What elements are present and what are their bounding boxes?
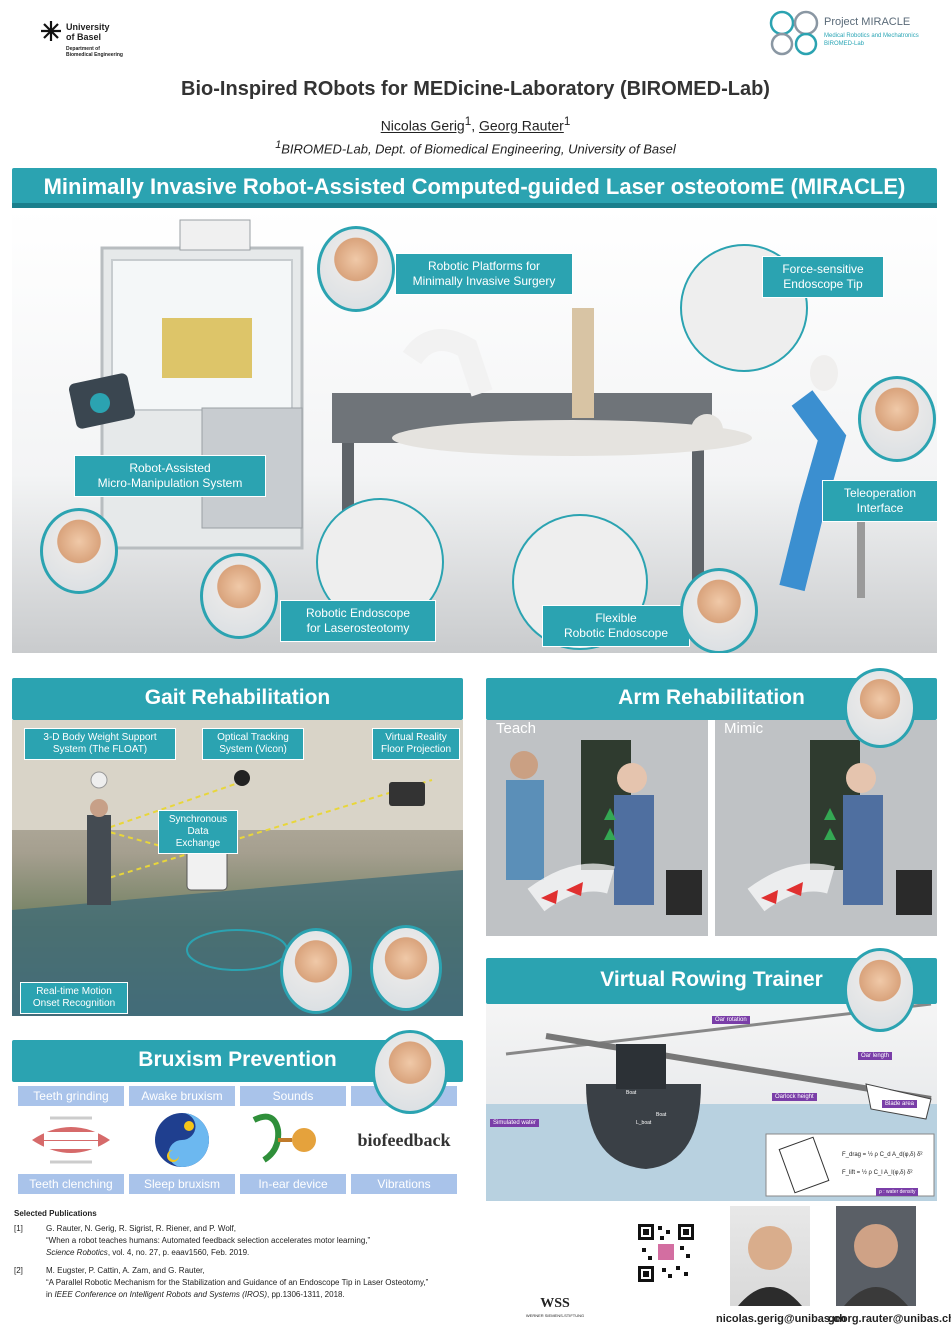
label-vicon: Optical Tracking System (Vicon) (202, 728, 304, 760)
arm-rehab-drawing (486, 720, 937, 936)
poster-title: Bio-Inspired RObots for MEDicine-Laborat… (181, 78, 770, 100)
surgical-scene-drawing (68, 219, 865, 598)
label-motion-onset: Real-time Motion Onset Recognition (20, 982, 128, 1014)
publication-item: [1] G. Rauter, N. Gerig, R. Sigrist, R. … (14, 1223, 484, 1259)
teeth-icon (32, 1116, 110, 1164)
label-blade-area: Blade area (882, 1100, 918, 1108)
label-robotic-platforms: Robotic Platforms for Minimally Invasive… (395, 253, 573, 295)
author-rauter: Georg Rauter (478, 117, 564, 134)
rowing-illustration: Oar rotation Oar length Oarlock height B… (486, 1004, 937, 1201)
miracle-banner: Minimally Invasive Robot-Assisted Comput… (12, 168, 937, 208)
pub-details: , pp.1306-1311, 2018. (267, 1290, 345, 1299)
brux-label-top: Sounds (240, 1086, 346, 1106)
label-boat-l: L_boat (636, 1120, 652, 1126)
yin-yang-day-night-icon (155, 1113, 209, 1167)
qr-code-icon[interactable] (636, 1222, 696, 1284)
pub-authors: G. Rauter, N. Gerig, R. Sigrist, R. Rien… (46, 1224, 236, 1233)
pub-details: , vol. 4, no. 27, p. eaav1560, Feb. 2019… (107, 1248, 250, 1257)
equation-drag: F_drag = ½ ρ C_d A_d(φ,δ) δ̇² (842, 1152, 923, 1158)
pub-title: “A Parallel Robotic Mechanism for the St… (46, 1278, 429, 1287)
portrait-photo (280, 928, 352, 1014)
brux-label-bottom: Sleep bruxism (129, 1174, 235, 1194)
portrait-photo (858, 376, 936, 462)
label-sync-data: Synchronous Data Exchange (158, 810, 238, 854)
label-teach: Teach (496, 720, 537, 737)
portrait-photo (844, 948, 916, 1032)
portrait-photo (680, 568, 758, 653)
rowing-simulator-drawing (486, 1004, 937, 1201)
author-gerig: Nicolas Gerig (380, 117, 465, 134)
label-oar-rotation: Oar rotation (712, 1016, 750, 1024)
portrait-photo (844, 668, 916, 748)
pub-number: [1] (14, 1224, 23, 1233)
label-water-density: ρ : water density (876, 1188, 919, 1196)
label-oarlock-height: Oarlock height (772, 1093, 817, 1101)
author-sup-2: 1 (563, 115, 571, 128)
label-float: 3-D Body Weight Support System (The FLOA… (24, 728, 176, 760)
pub-prefix: in (46, 1290, 55, 1299)
label-endoscope-laser: Robotic Endoscope for Laserosteotomy (280, 600, 436, 642)
affiliation-line: 1BIROMED-Lab, Dept. of Biomedical Engine… (0, 139, 951, 156)
label-simulated-water: Simulated water (490, 1119, 540, 1127)
basel-line1: University (66, 22, 110, 32)
miracle-logo-line1: Medical Robotics and Mechatronics (824, 33, 919, 39)
pub-title: “When a robot teaches humans: Automated … (46, 1236, 371, 1245)
publications-heading: Selected Publications (14, 1209, 97, 1218)
portrait-photo (370, 925, 442, 1011)
pub-journal: IEEE Conference on Intelligent Robots an… (54, 1290, 267, 1299)
email-gerig[interactable]: nicolas.gerig@unibas.ch (716, 1313, 846, 1325)
basel-crest-icon (41, 21, 61, 41)
person-silhouette-icon (738, 1226, 802, 1306)
gait-illustration: 3-D Body Weight Support System (The FLOA… (12, 720, 463, 1016)
pub-number: [2] (14, 1266, 23, 1275)
email-rauter[interactable]: georg.rauter@unibas.ch (828, 1313, 951, 1325)
portrait-photo-gerig (730, 1206, 810, 1306)
author-line: Nicolas Gerig1, Georg Rauter1 (380, 115, 571, 134)
brux-label-top: Awake bruxism (129, 1086, 235, 1106)
pub-authors: M. Eugster, P. Cattin, A. Zam, and G. Ra… (46, 1266, 205, 1275)
affil-sup: 1 (275, 139, 282, 151)
label-boat-x: Boat (656, 1112, 667, 1118)
ear-anatomy-icon (252, 1113, 316, 1163)
author-sup-1: 1 (464, 115, 472, 128)
publications-section: Selected Publications [1] G. Rauter, N. … (14, 1208, 484, 1307)
basel-sub1: Department of (66, 46, 100, 52)
miracle-emblem-icon (769, 10, 819, 56)
miracle-logo-line2: BIROMED-Lab (824, 41, 865, 47)
equation-lift: F_lift = ½ ρ C_l A_l(φ,δ) δ̇² (842, 1170, 913, 1176)
wss-logo: WSS (540, 1296, 570, 1311)
label-vr-projection: Virtual Reality Floor Projection (372, 728, 460, 760)
miracle-logo-name: Project MIRACLE (824, 16, 911, 28)
brux-label-bottom: Vibrations (351, 1174, 457, 1194)
wss-subtitle: WERNER SIEMENS-STIFTUNG (525, 1313, 585, 1318)
brux-label-bottom: Teeth clenching (18, 1174, 124, 1194)
gait-banner: Gait Rehabilitation (12, 678, 463, 720)
miracle-illustration: Robotic Platforms for Minimally Invasive… (12, 208, 937, 653)
brux-label-bottom: In-ear device (240, 1174, 346, 1194)
basel-sub2: Biomedical Engineering (66, 52, 123, 58)
portrait-photo (40, 508, 118, 594)
project-miracle-logo: Project MIRACLE Medical Robotics and Mec… (768, 10, 948, 58)
portrait-photo-rauter (836, 1206, 916, 1306)
portrait-photo (372, 1030, 448, 1114)
portrait-photo (200, 553, 278, 639)
portrait-photo (317, 226, 395, 312)
basel-line2: of Basel (66, 32, 102, 42)
label-force-tip: Force-sensitive Endoscope Tip (762, 256, 884, 298)
label-mimic: Mimic (724, 720, 764, 737)
biofeedback-word-image: biofeedback (357, 1129, 451, 1150)
label-flexible-endoscope: Flexible Robotic Endoscope (542, 605, 690, 647)
pub-journal: Science Robotics (46, 1248, 108, 1257)
label-oar-length: Oar length (858, 1052, 893, 1060)
affiliation: BIROMED-Lab, Dept. of Biomedical Enginee… (281, 141, 676, 157)
arm-illustration: Teach Mimic (486, 720, 937, 936)
publication-item: [2] M. Eugster, P. Cattin, A. Zam, and G… (14, 1265, 484, 1301)
brux-label-top: Teeth grinding (18, 1086, 124, 1106)
label-teleoperation: Teleoperation Interface (822, 480, 937, 522)
label-micro-manipulation: Robot-Assisted Micro-Manipulation System (74, 455, 266, 497)
person-silhouette-icon (844, 1224, 908, 1306)
label-boat-y: Boat (626, 1090, 637, 1096)
